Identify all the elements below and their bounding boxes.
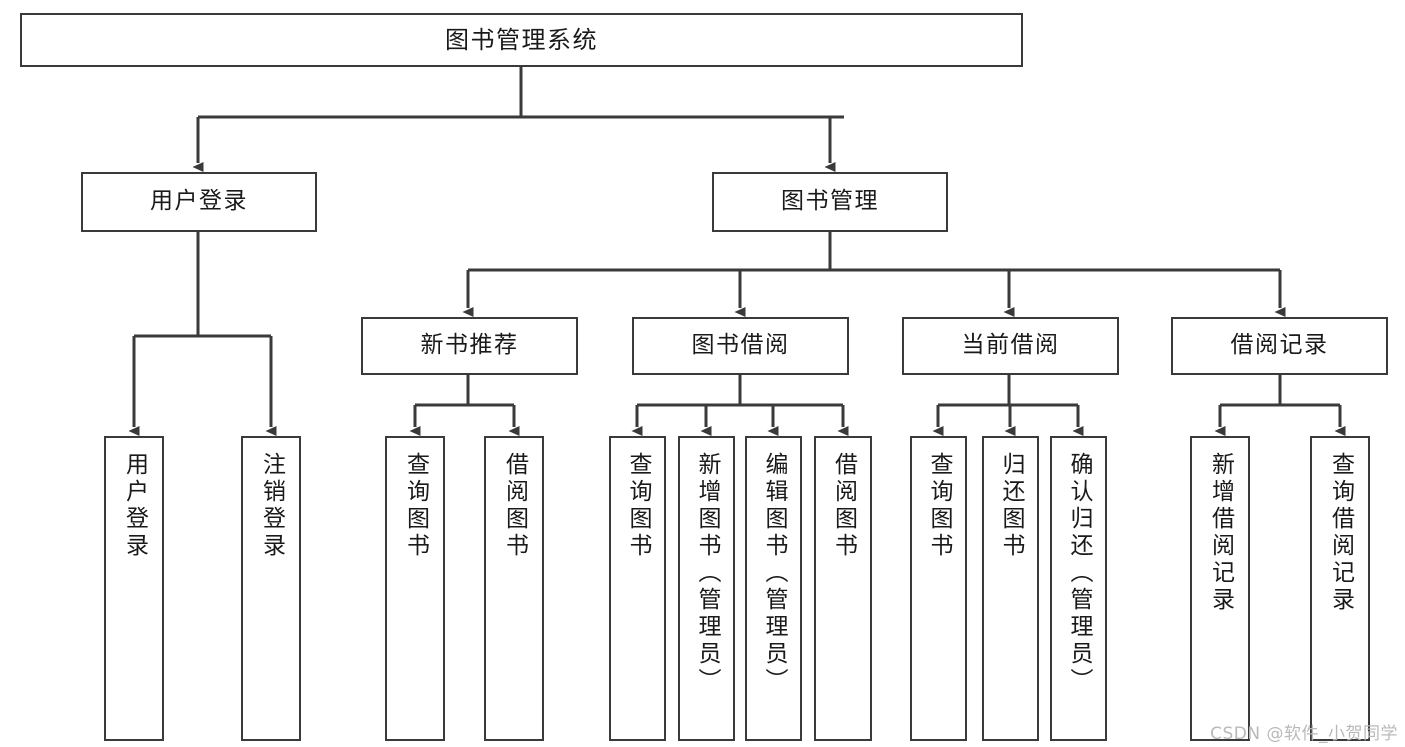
node-current-borrow[interactable]: 当前借阅 [902, 317, 1119, 375]
node-label: 新书推荐 [420, 332, 519, 359]
leaf-query-book-3[interactable]: 查询图书 [910, 436, 967, 741]
node-label: 编辑图书（管理员） [761, 452, 787, 695]
node-label: 图书管理系统 [445, 25, 598, 54]
leaf-borrow-book-2[interactable]: 借阅图书 [814, 436, 872, 741]
node-label: 确认归还（管理员） [1066, 452, 1092, 695]
watermark: CSDN @软件_小贺同学 [1210, 724, 1398, 744]
leaf-add-book-admin[interactable]: 新增图书（管理员） [678, 436, 735, 741]
node-label: 注销登录 [258, 452, 285, 560]
node-borrow-record[interactable]: 借阅记录 [1171, 317, 1388, 375]
node-label: 查询借阅记录 [1327, 452, 1354, 614]
node-label: 用户登录 [150, 188, 248, 215]
node-label: 新增图书（管理员） [694, 452, 720, 695]
node-label: 归还图书 [998, 452, 1024, 560]
node-label: 查询图书 [402, 452, 429, 560]
node-label: 用户登录 [121, 452, 148, 560]
node-book-borrow[interactable]: 图书借阅 [632, 317, 849, 375]
leaf-return-book[interactable]: 归还图书 [982, 436, 1039, 741]
leaf-query-book-1[interactable]: 查询图书 [385, 436, 445, 741]
node-user-login[interactable]: 用户登录 [81, 172, 317, 232]
leaf-add-record[interactable]: 新增借阅记录 [1190, 436, 1250, 741]
leaf-confirm-return-admin[interactable]: 确认归还（管理员） [1050, 436, 1107, 741]
node-book-manage[interactable]: 图书管理 [712, 172, 948, 232]
node-label: 借阅图书 [830, 452, 857, 560]
node-root[interactable]: 图书管理系统 [20, 13, 1023, 67]
node-label: 借阅记录 [1230, 332, 1329, 359]
node-label: 新增借阅记录 [1207, 452, 1234, 614]
leaf-edit-book-admin[interactable]: 编辑图书（管理员） [745, 436, 802, 741]
leaf-logout[interactable]: 注销登录 [241, 436, 301, 741]
node-label: 当前借阅 [961, 332, 1060, 359]
leaf-user-login[interactable]: 用户登录 [104, 436, 164, 741]
node-label: 查询图书 [926, 452, 952, 560]
leaf-query-record[interactable]: 查询借阅记录 [1310, 436, 1370, 741]
node-label: 图书管理 [781, 188, 879, 215]
node-label: 图书借阅 [691, 332, 790, 359]
leaf-query-book-2[interactable]: 查询图书 [609, 436, 666, 741]
node-new-book-rec[interactable]: 新书推荐 [361, 317, 578, 375]
node-label: 借阅图书 [501, 452, 528, 560]
leaf-borrow-book-1[interactable]: 借阅图书 [484, 436, 544, 741]
node-label: 查询图书 [625, 452, 651, 560]
